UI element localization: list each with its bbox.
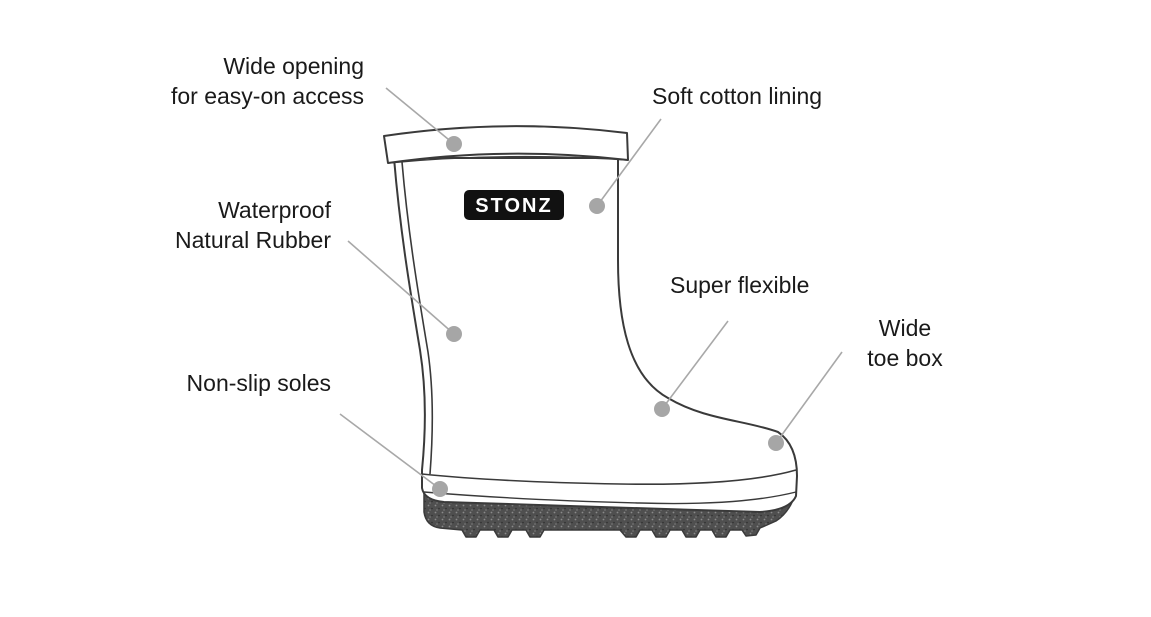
- leader-rubber: [347, 240, 455, 335]
- callout-toebox-line1: Wide: [878, 315, 932, 341]
- dot-toebox: [768, 435, 784, 451]
- callout-opening: Wide opening for easy-on access: [171, 51, 364, 111]
- boot-back-seam: [401, 161, 434, 475]
- callout-soles: Non-slip soles: [187, 368, 331, 398]
- dot-flexible: [654, 401, 670, 417]
- callout-flexible-line1: Super flexible: [670, 272, 810, 298]
- leader-flexible: [661, 320, 729, 410]
- leader-lines: [339, 87, 843, 490]
- dot-opening: [446, 136, 462, 152]
- stonz-logo: STONZ: [464, 190, 564, 220]
- callout-dots: [432, 136, 784, 497]
- callout-lining-line1: Soft cotton lining: [652, 83, 823, 109]
- boot-welt-line: [421, 469, 797, 486]
- boot-cuff-inner: [387, 155, 629, 164]
- callout-toebox-line2: toe box: [867, 345, 943, 371]
- leader-opening: [385, 87, 455, 145]
- boot-body: [393, 157, 798, 513]
- dot-soles: [432, 481, 448, 497]
- boot-welt-lower: [423, 491, 797, 505]
- leader-toebox: [775, 351, 843, 444]
- callout-opening-line2: for easy-on access: [170, 83, 364, 109]
- callout-opening-line1: Wide opening: [223, 53, 364, 79]
- logo-text: STONZ: [475, 195, 552, 217]
- leader-soles: [339, 413, 441, 490]
- callout-flexible: Super flexible: [670, 270, 809, 300]
- callout-rubber-line1: Waterproof: [218, 197, 331, 223]
- callout-soles-line1: Non-slip soles: [186, 370, 331, 396]
- callout-lining: Soft cotton lining: [652, 81, 822, 111]
- dot-lining: [589, 198, 605, 214]
- leader-lining: [596, 118, 662, 207]
- callout-rubber-line2: Natural Rubber: [175, 227, 331, 253]
- dot-rubber: [446, 326, 462, 342]
- callout-rubber: Waterproof Natural Rubber: [175, 195, 331, 255]
- callout-toebox: Wide toe box: [854, 313, 956, 373]
